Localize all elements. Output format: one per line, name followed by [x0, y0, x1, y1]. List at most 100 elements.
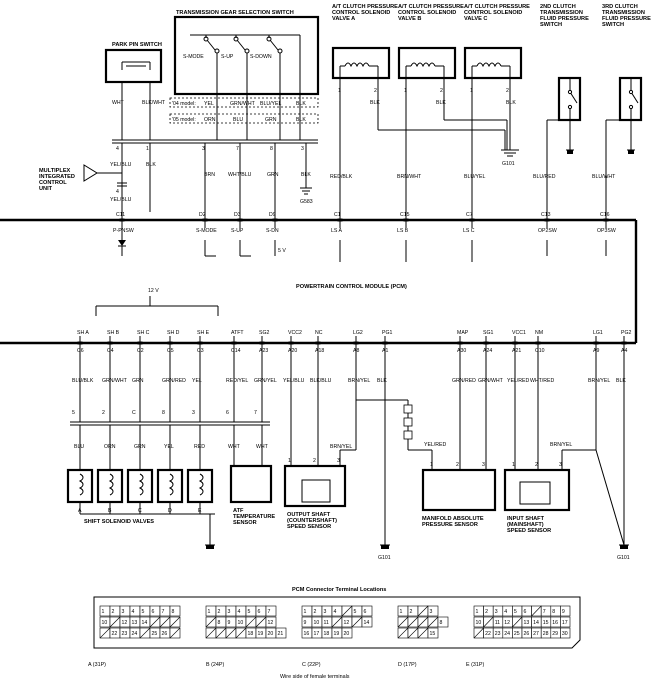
connector-empty-slash	[245, 616, 257, 628]
pcm-top-pin-mark	[544, 218, 550, 222]
pcm-bottom-pin-code: A20	[288, 348, 297, 354]
lower-pin-number: 8	[162, 410, 165, 416]
connector-terminal: 11	[324, 620, 329, 626]
connector-a-label: A (31P)	[88, 662, 106, 668]
map-title-2: PRESSURE SENSOR	[422, 522, 478, 528]
connector-terminal: 18	[248, 631, 254, 637]
valve-c-title-3: VALVE C	[464, 16, 487, 22]
model-04-wire-1: YEL	[204, 101, 214, 107]
wire-brn: BRN	[204, 172, 215, 178]
connector-terminal: 2	[410, 609, 413, 615]
mux-connector	[117, 182, 127, 187]
connector-terminal: 24	[504, 631, 510, 637]
connector-terminal: 21	[278, 631, 284, 637]
connector-terminal: 4	[504, 609, 507, 615]
pcm-bottom-pin-name: SG1	[483, 330, 493, 336]
map-pin-3: 3	[482, 462, 485, 468]
connector-empty-slash	[417, 616, 429, 628]
model-05-wire-3: GRN	[265, 117, 277, 123]
pcm-bottom-pin-code: C14	[231, 348, 241, 354]
pcm-bottom-wire-color: GRN	[132, 378, 144, 384]
connector-title: PCM Connector Terminal Locations	[292, 587, 386, 593]
pcm-top-pin-code: C11	[116, 212, 125, 218]
connector-e-label: E (31P)	[466, 662, 484, 668]
pcm-bottom-pin-mark	[259, 341, 265, 345]
pcm-bottom-pin-code: C2	[137, 348, 144, 354]
mux-pin-4b: 4	[116, 189, 119, 195]
solenoid-coil-icon	[198, 473, 204, 496]
connector-empty-slash	[149, 616, 161, 628]
connector-terminal: 1	[304, 609, 307, 615]
connector-terminal: 12	[268, 620, 274, 626]
manifold-pressure-sensor	[421, 468, 497, 512]
model-05-wire-1: ORN	[204, 117, 216, 123]
solenoid-coil-icon	[108, 473, 114, 496]
pcm-bottom-wire-color: YEL	[192, 378, 202, 384]
connector-empty-slash	[483, 616, 494, 628]
valve-c-title-2: CONTROL SOLENOID	[464, 10, 522, 16]
pcm-bottom-pin-mark	[137, 341, 143, 345]
switch-pin-7: 7	[236, 146, 239, 152]
wire-red-blk: RED/BLK	[330, 174, 353, 180]
pcm-bottom-pin-code: C4	[107, 348, 114, 354]
connector-terminal: 2	[485, 609, 488, 615]
clutch3-title-1: 3RD CLUTCH	[602, 4, 638, 10]
mux-pin-4: 4	[116, 146, 119, 152]
valve-a-title-2: CONTROL SOLENOID	[332, 10, 390, 16]
mux-wire-yel-blu: YEL/BLU	[110, 162, 132, 168]
model-04-wire-3: BLU/YEL	[260, 101, 281, 107]
sensor-wiring	[290, 356, 629, 549]
connector-terminal: 4	[132, 609, 135, 615]
connector-terminal: 17	[562, 620, 568, 626]
pcm-top-pin-code: C13	[541, 212, 551, 218]
connector-empty-slash	[331, 616, 343, 628]
solenoid-coil-icon	[138, 473, 144, 496]
connector-terminal: 29	[552, 631, 558, 637]
connector-empty-slash	[473, 627, 484, 639]
wire-blu-wht: BLU/WHT	[592, 174, 616, 180]
lower-pin-number: 5	[72, 410, 75, 416]
connector-terminal: 3	[228, 609, 231, 615]
connector-terminal: 10	[102, 620, 108, 626]
ground-g101-right: G101	[617, 555, 630, 561]
model-05-wire-4: BLK	[296, 117, 306, 123]
solenoid-letter: B	[108, 508, 112, 514]
pcm-bottom-pin-name: SH A	[77, 330, 89, 336]
connector-empty-slash	[512, 616, 523, 628]
connector-terminal: 16	[552, 620, 558, 626]
atf-title-2: TEMPERATURE	[233, 514, 275, 520]
output-title-3: SPEED SENSOR	[287, 524, 331, 530]
pcm-bottom-pin-code: A21	[512, 348, 521, 354]
pcm-bottom-pin-code: A24	[483, 348, 492, 354]
connector-terminal: 22	[112, 631, 118, 637]
multiplex-label-1: MULTIPLEX	[39, 168, 71, 174]
connector-terminal: 5	[354, 609, 357, 615]
solenoid-letter: C	[138, 508, 142, 514]
park-wire-blk-wht: BLK/WHT	[142, 100, 166, 106]
connector-terminal: 22	[485, 631, 491, 637]
connector-terminal: 8	[172, 609, 175, 615]
valve-a-pin-2: 2	[374, 88, 377, 94]
connector-empty-slash	[169, 616, 181, 628]
pcm-bottom-pin-mark	[231, 341, 237, 345]
pcm-bottom-wire-color: GRN/YEL	[254, 378, 277, 384]
connector-cell	[560, 605, 571, 617]
valve-b-title-3: VALVE B	[398, 16, 421, 22]
pcm-top-pin-name: LS C	[463, 228, 475, 234]
lower-wire-color: YEL	[164, 444, 174, 450]
input-sensor-element	[519, 481, 551, 505]
pcm-bottom-pin-code: A18	[315, 348, 324, 354]
mux-wire-yel-blu-low: YEL/BLU	[110, 197, 132, 203]
connector-empty-slash	[169, 627, 181, 639]
connector-empty-slash	[341, 605, 353, 617]
connector-terminal: 15	[430, 631, 436, 637]
connector-terminal: 1	[476, 609, 479, 615]
clutch2-title-2: TRANSMISSION	[540, 10, 583, 16]
connector-terminal: 19	[258, 631, 264, 637]
valve-c-blk: BLK	[506, 100, 516, 106]
connector-terminal: 30	[562, 631, 568, 637]
connector-empty-slash	[407, 616, 419, 628]
s-up-label: S-UP	[221, 54, 234, 60]
